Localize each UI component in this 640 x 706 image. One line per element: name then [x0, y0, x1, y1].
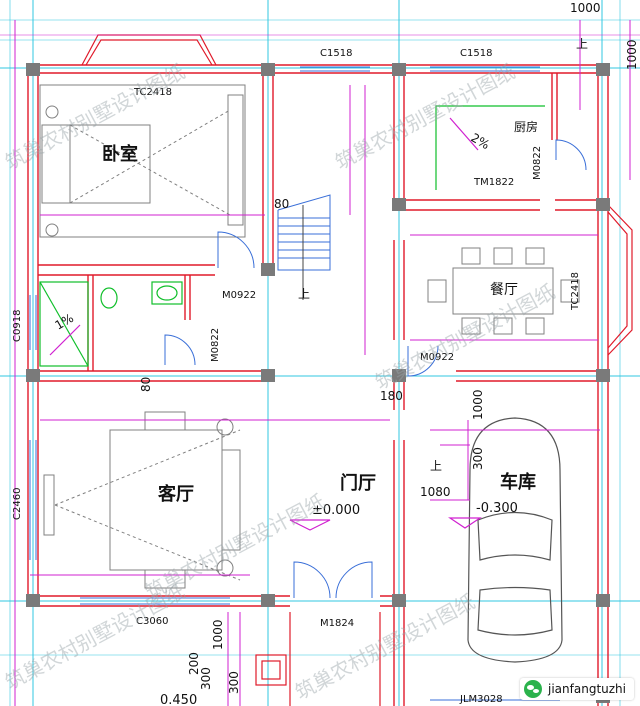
level-garage: -0.300: [476, 501, 518, 516]
code-m0822-kitchen: M0822: [532, 146, 543, 180]
level-markers: [289, 517, 482, 531]
dim-300-left: 300: [199, 667, 213, 690]
up-arrow-garage: 上: [430, 459, 442, 473]
room-label-dining: 餐厅: [490, 282, 518, 298]
code-c2460: C2460: [12, 488, 23, 520]
room-label-hall: 门厅: [340, 472, 376, 494]
dim-1000-right: 1000: [625, 39, 639, 70]
doors: [164, 139, 587, 599]
code-tc2418-top: TC2418: [133, 87, 172, 98]
wechat-icon: [524, 680, 543, 698]
dim-300-right: 300: [227, 671, 241, 694]
code-c3060: C3060: [136, 616, 168, 627]
dim-1080: 1080: [420, 485, 451, 499]
dim-180: 180: [380, 389, 403, 403]
room-label-bedroom: 卧室: [102, 143, 138, 165]
slope-bath: 1%: [53, 311, 76, 333]
dim-1000-top: 1000: [570, 1, 601, 15]
code-c0918: C0918: [12, 310, 23, 342]
opening-codes: C1518 C1518 TC2418 TC2418 TM1822 M0822 M…: [12, 48, 581, 705]
code-tm1822: TM1822: [473, 177, 514, 188]
code-c1518-b: C1518: [460, 48, 492, 59]
staircase: [277, 194, 331, 300]
dim-80-mid: 80: [139, 377, 153, 392]
dim-200-left: 200: [187, 652, 201, 675]
slope-kitchen: 2%: [469, 130, 492, 152]
dining-furniture: [427, 247, 580, 335]
code-m1824: M1824: [320, 618, 354, 629]
dim-300-garage: 300: [471, 447, 485, 470]
code-jlm3028: JLM3028: [459, 694, 503, 705]
bedroom-furniture: [39, 84, 246, 238]
slope-arrows: [49, 117, 479, 356]
level-bottom: 0.450: [160, 693, 197, 706]
room-label-living: 客厅: [158, 483, 194, 505]
bathroom-fixtures: [39, 281, 183, 367]
code-m0922-a: M0922: [222, 290, 256, 301]
entrance-steps: [255, 612, 381, 706]
code-tc2418-right: TC2418: [570, 272, 581, 311]
dim-1000-left: 1000: [211, 619, 225, 650]
level-values: ±0.000 -0.300 0.450: [160, 501, 518, 706]
dim-80-stair: 80: [274, 197, 289, 211]
dim-1000-garage: 1000: [471, 389, 485, 420]
windows: [29, 66, 560, 701]
room-labels: 卧室 餐厅 厨房 客厅 门厅 车库: [102, 119, 538, 505]
up-arrow-stair: 上: [298, 287, 310, 301]
room-label-garage: 车库: [500, 471, 536, 493]
room-label-kitchen: 厨房: [514, 119, 538, 134]
source-badge: jianfangtuzhi: [520, 678, 634, 700]
level-hall: ±0.000: [312, 503, 360, 518]
watermarks: 筑巢农村别墅设计图纸 筑巢农村别墅设计图纸 筑巢农村别墅设计图纸 筑巢农村别墅设…: [1, 59, 559, 704]
watermark-text: 筑巢农村别墅设计图纸: [331, 59, 519, 174]
columns: [26, 63, 610, 703]
kitchen-counter: [435, 105, 545, 190]
watermark-text: 筑巢农村别墅设计图纸: [1, 59, 189, 174]
code-m0922-b: M0922: [420, 352, 454, 363]
dimension-texts: 1000 80 80 180 1000 300 1080 1000 300 20…: [139, 1, 639, 694]
dimension-lines: [0, 20, 640, 706]
source-badge-text: jianfangtuzhi: [548, 682, 626, 696]
living-furniture: [43, 411, 241, 589]
up-arrow-right: 上: [576, 37, 588, 51]
code-c1518-a: C1518: [320, 48, 352, 59]
car-outline: [467, 417, 563, 663]
code-m0822-bath: M0822: [210, 328, 221, 362]
